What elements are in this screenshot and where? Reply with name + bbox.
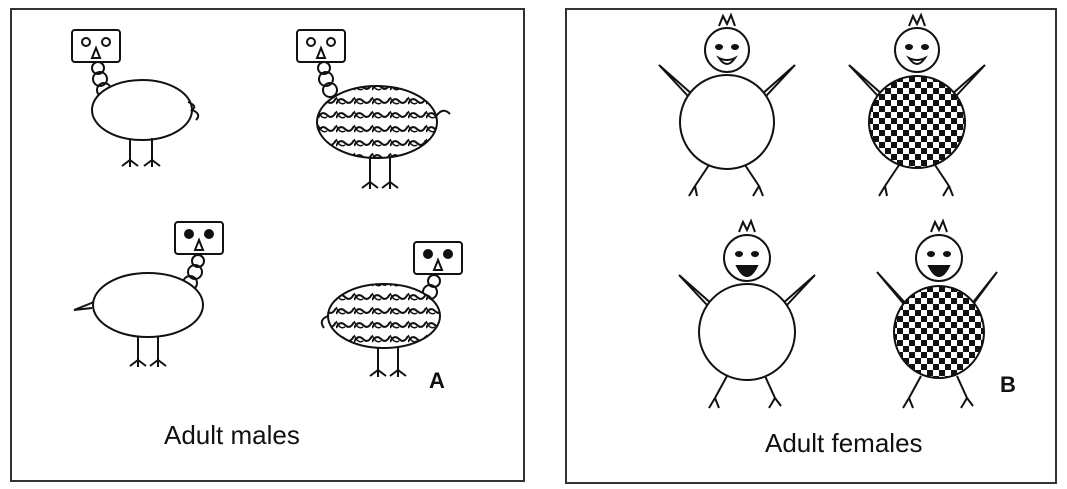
comb [738,218,756,233]
panel-letter-a: A [429,368,445,393]
eye [423,249,433,259]
male-figure-wavy-open-eyes [296,29,451,189]
panel-letter-b: B [1000,372,1016,397]
beak [90,45,102,59]
leg [744,164,760,187]
tail [434,109,451,119]
leg [764,375,776,399]
eye [927,251,935,257]
foot [902,397,914,409]
leg [714,375,728,399]
neck-segment [322,82,338,98]
eye [715,44,723,50]
male-figure-wavy-filled-eyes [320,241,463,377]
foot [149,359,167,367]
foot [942,185,954,197]
eye [81,37,91,47]
neck-segment [91,61,105,75]
foot [389,369,407,377]
beak [432,257,444,271]
female-body [698,283,796,381]
panel-adult-males: A Adult males [10,8,525,482]
caption-adult-males: Adult males [164,420,300,450]
female-head [915,234,963,282]
eye [184,229,194,239]
foot [878,185,888,197]
beak [735,265,759,277]
tail [73,301,95,311]
neck-segment [317,61,331,75]
neck-segment [92,71,108,87]
male-figure-plain-open-eyes [71,29,200,167]
foot [768,397,782,409]
eye [443,249,453,259]
eye [905,44,913,50]
male-body-wavy [327,283,441,349]
female-figure-plain-open-beak [658,12,796,197]
caption-adult-females: Adult females [765,428,923,458]
foot [381,181,399,189]
eye [326,37,336,47]
female-figure-plain-filled-beak [678,218,816,409]
eye [943,251,951,257]
beak [716,55,738,65]
leg [934,164,950,187]
foot [143,159,161,167]
foot [688,185,698,197]
male-body [91,79,193,141]
comb [930,218,948,233]
leg [884,164,900,187]
female-body [679,74,775,170]
foot [121,159,139,167]
beak [927,265,951,277]
foot [369,369,387,377]
neck-segment [318,71,334,87]
female-head [704,27,750,73]
foot [708,397,720,409]
eye [751,251,759,257]
leg [956,375,968,399]
foot [129,359,147,367]
eye [735,251,743,257]
beak [315,45,327,59]
eye [204,229,214,239]
foot [960,397,974,409]
eye [101,37,111,47]
beak [193,237,205,251]
foot [361,181,379,189]
female-body-checkered [868,75,966,169]
male-body [92,272,204,338]
female-figure-checkered-open-beak [848,12,986,197]
eye [731,44,739,50]
leg [694,164,710,187]
male-figure-plain-filled-eyes [73,221,224,367]
neck-segment [191,254,205,268]
eye [921,44,929,50]
tail [320,315,329,329]
eye [306,37,316,47]
females-drawing [658,12,998,409]
female-head [723,234,771,282]
comb [718,12,736,27]
female-figure-checkered-filled-beak [876,218,998,409]
foot [752,185,764,197]
male-body-wavy [316,85,438,159]
beak [906,55,928,65]
tail [187,101,200,121]
panel-adult-females: B Adult females [565,8,1057,484]
comb [908,12,926,27]
female-body-checkered [893,285,985,379]
female-head [894,27,940,73]
leg [908,375,922,399]
males-drawing [71,29,463,377]
